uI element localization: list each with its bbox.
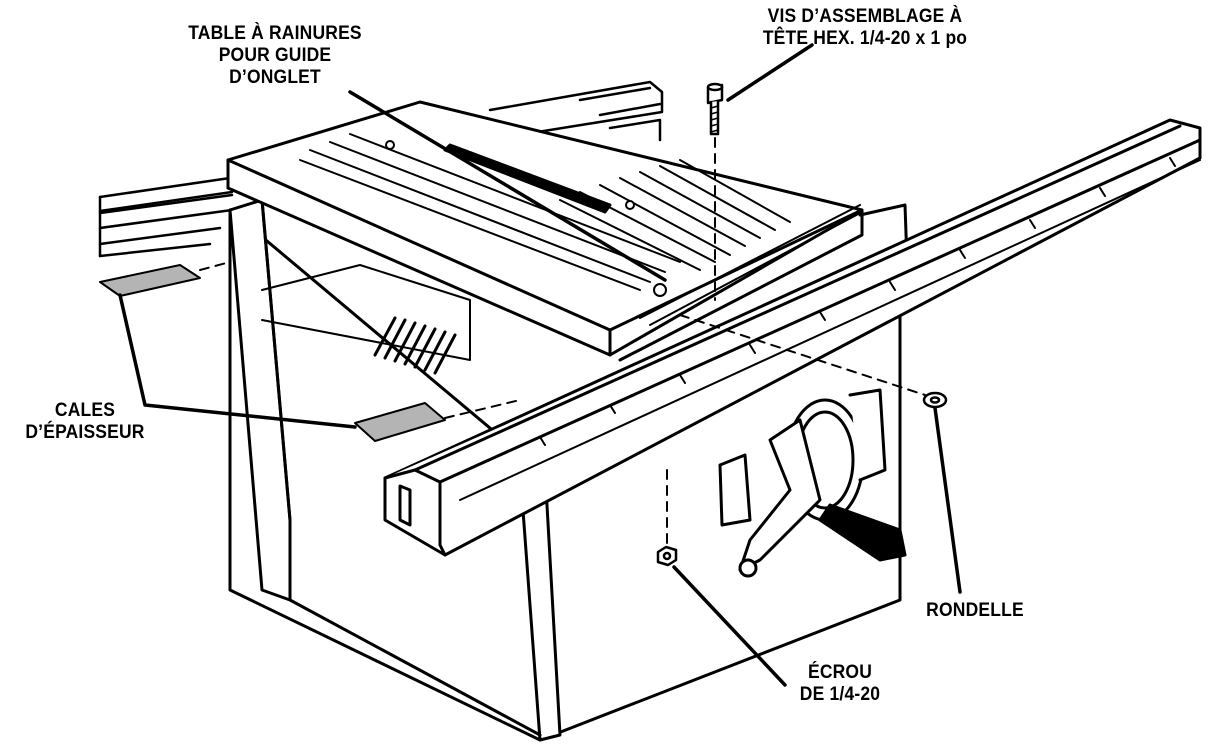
washer bbox=[922, 391, 948, 409]
label-screw: VIS D’ASSEMBLAGE À TÊTE HEX. 1/4-20 x 1 … bbox=[762, 6, 968, 49]
label-washer: RONDELLE bbox=[926, 600, 1024, 621]
leader-shims bbox=[118, 293, 357, 429]
leader-lines bbox=[118, 43, 962, 687]
grooved-table-top bbox=[226, 100, 864, 362]
leader-nut bbox=[672, 565, 787, 687]
back-rail bbox=[488, 80, 664, 142]
label-miter-table: TABLE À RAINURES POUR GUIDE D’ONGLET bbox=[188, 23, 362, 88]
leader-screw bbox=[726, 43, 814, 102]
leader-washer bbox=[933, 406, 962, 594]
saw-cabinet bbox=[228, 198, 910, 742]
label-shims: CALES D’ÉPAISSEUR bbox=[25, 400, 145, 443]
front-rail bbox=[383, 118, 1202, 557]
cap-screw bbox=[706, 82, 724, 136]
shims bbox=[99, 264, 446, 442]
assembly-dash-lines bbox=[199, 137, 926, 549]
hex-nut bbox=[656, 545, 678, 567]
blade-height-handwheel bbox=[718, 388, 907, 578]
vent-louvers bbox=[261, 264, 471, 375]
leader-miter-table bbox=[348, 90, 667, 282]
label-nut: ÉCROU DE 1/4-20 bbox=[799, 662, 881, 705]
shim-upper bbox=[99, 264, 201, 297]
left-rail-assembly bbox=[98, 176, 234, 258]
shim-lower bbox=[354, 402, 446, 442]
